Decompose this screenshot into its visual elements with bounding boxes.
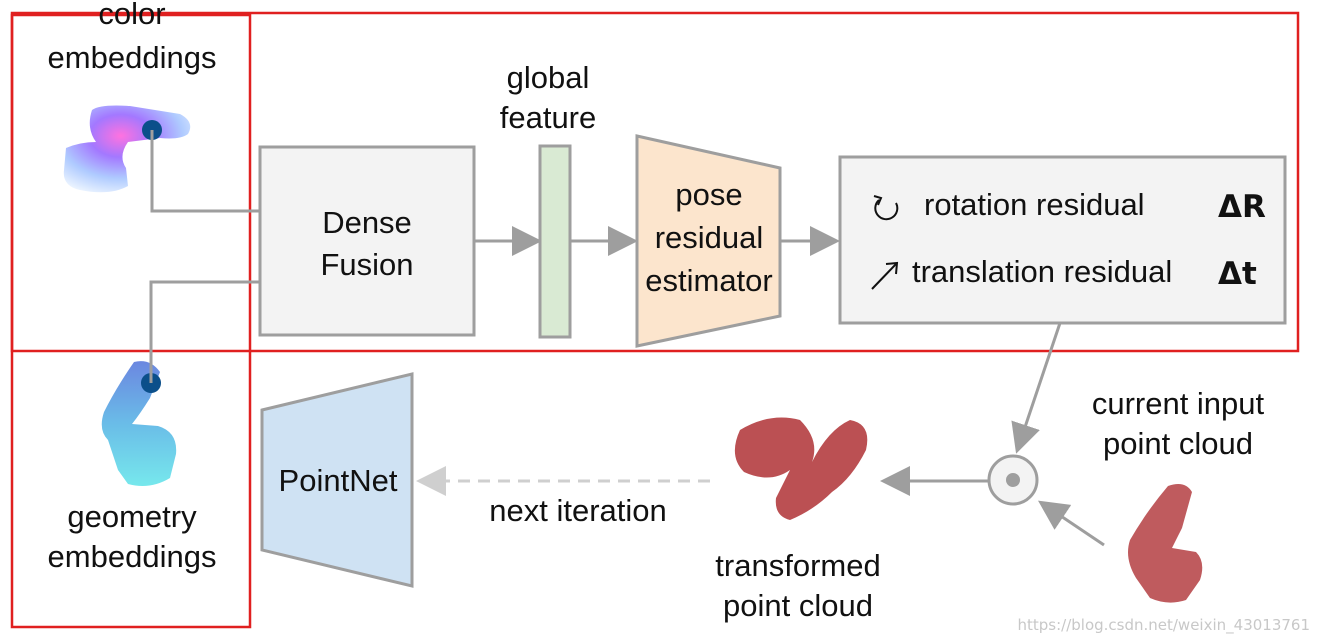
rotation-symbol: ΔR — [1218, 189, 1266, 225]
current-input-label-1: current input — [1092, 386, 1265, 421]
pose-estimator-trapezoid — [635, 134, 782, 348]
transformed-label-1: transformed — [715, 548, 880, 583]
color-embeddings-label-2: embeddings — [48, 40, 217, 75]
global-feature-label-2: feature — [500, 100, 597, 135]
color-embeddings-label-1: color — [98, 0, 165, 31]
geometry-to-fusion-line — [149, 280, 260, 383]
color-embedding-image — [63, 105, 191, 193]
dense-fusion-label-2: Fusion — [320, 247, 413, 282]
pointnet-label: PointNet — [279, 463, 398, 498]
residual-output-box — [838, 155, 1287, 325]
compose-operator — [987, 454, 1039, 506]
dense-fusion-label-1: Dense — [322, 205, 412, 240]
translation-symbol: Δt — [1218, 256, 1257, 292]
translation-icon — [871, 261, 899, 290]
color-to-fusion-line — [150, 130, 260, 213]
rotation-icon — [873, 195, 899, 221]
geometry-embeddings-label-1: geometry — [67, 499, 197, 534]
rotation-residual-label: rotation residual — [924, 187, 1145, 222]
highlight-box-left — [10, 13, 252, 629]
residual-to-compose-arrow — [1011, 322, 1062, 454]
current-input-point-cloud — [1128, 484, 1203, 603]
next-iteration-label: next iteration — [489, 493, 667, 528]
pose-estimator-label-2: residual — [655, 220, 764, 255]
pointnet-trapezoid — [260, 372, 414, 588]
watermark-text: https://blog.csdn.net/weixin_43013761 — [1017, 616, 1310, 635]
pose-estimator-label-1: pose — [675, 177, 742, 212]
pose-estimator-label-3: estimator — [645, 263, 772, 298]
current-to-compose-arrow — [1038, 500, 1105, 547]
transformed-point-cloud — [734, 417, 868, 520]
dense-fusion-box — [258, 145, 476, 337]
current-input-label-2: point cloud — [1103, 426, 1253, 461]
geometry-embeddings-label-2: embeddings — [48, 539, 217, 574]
global-feature-label-1: global — [507, 60, 590, 95]
global-feature-bar — [538, 144, 572, 339]
transformed-label-2: point cloud — [723, 588, 873, 623]
geometry-embedding-image — [101, 361, 177, 486]
translation-residual-label: translation residual — [912, 254, 1172, 289]
